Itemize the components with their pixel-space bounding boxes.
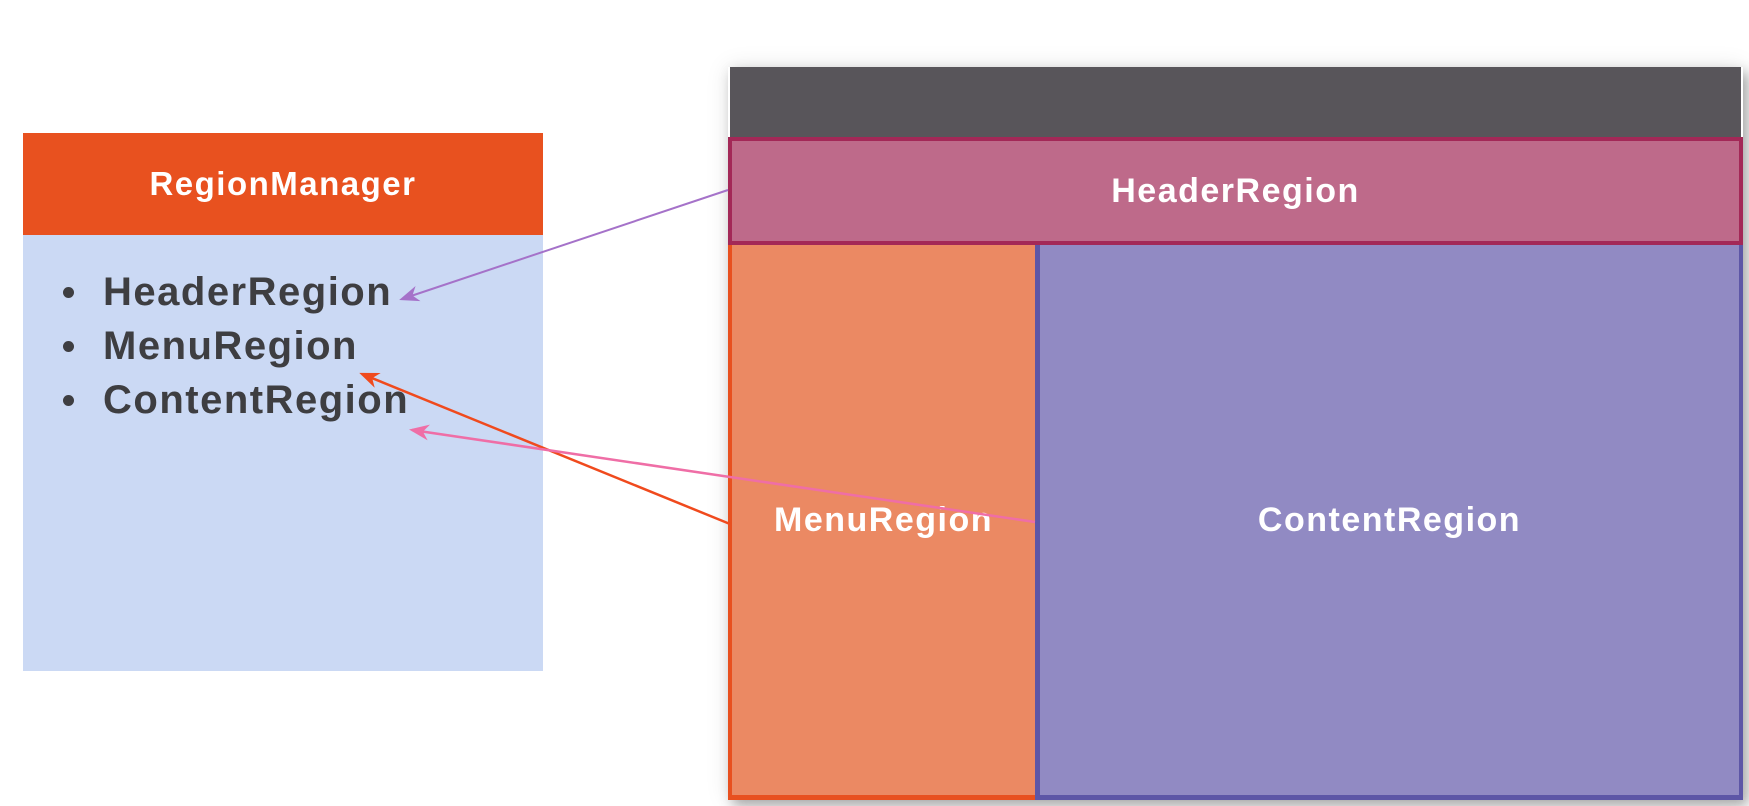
region-manager-body: HeaderRegion MenuRegion ContentRegion — [23, 235, 543, 671]
browser-window: HeaderRegion MenuRegion ContentRegion — [728, 67, 1743, 800]
window-titlebar — [730, 67, 1741, 137]
content-region-panel: ContentRegion — [1035, 245, 1743, 800]
list-item-header-region: HeaderRegion — [23, 265, 543, 319]
bullet-icon — [63, 341, 74, 352]
bullet-icon — [63, 395, 74, 406]
menu-region-panel: MenuRegion — [728, 245, 1035, 800]
region-manager-title-bar: RegionManager — [23, 133, 543, 235]
window-content-row: MenuRegion ContentRegion — [728, 245, 1743, 800]
list-item-menu-region: MenuRegion — [23, 319, 543, 373]
region-manager-box: RegionManager HeaderRegion MenuRegion Co… — [23, 133, 543, 671]
menu-region-label: MenuRegion — [774, 500, 993, 539]
header-region-panel: HeaderRegion — [728, 137, 1743, 245]
list-item-label: MenuRegion — [103, 324, 358, 368]
list-item-content-region: ContentRegion — [23, 373, 543, 427]
content-region-label: ContentRegion — [1257, 500, 1522, 539]
header-region-label: HeaderRegion — [1111, 171, 1360, 210]
region-manager-title: RegionManager — [149, 165, 417, 202]
list-item-label: HeaderRegion — [103, 270, 393, 314]
list-item-label: ContentRegion — [103, 378, 410, 422]
bullet-icon — [63, 287, 74, 298]
region-list: HeaderRegion MenuRegion ContentRegion — [23, 235, 543, 427]
